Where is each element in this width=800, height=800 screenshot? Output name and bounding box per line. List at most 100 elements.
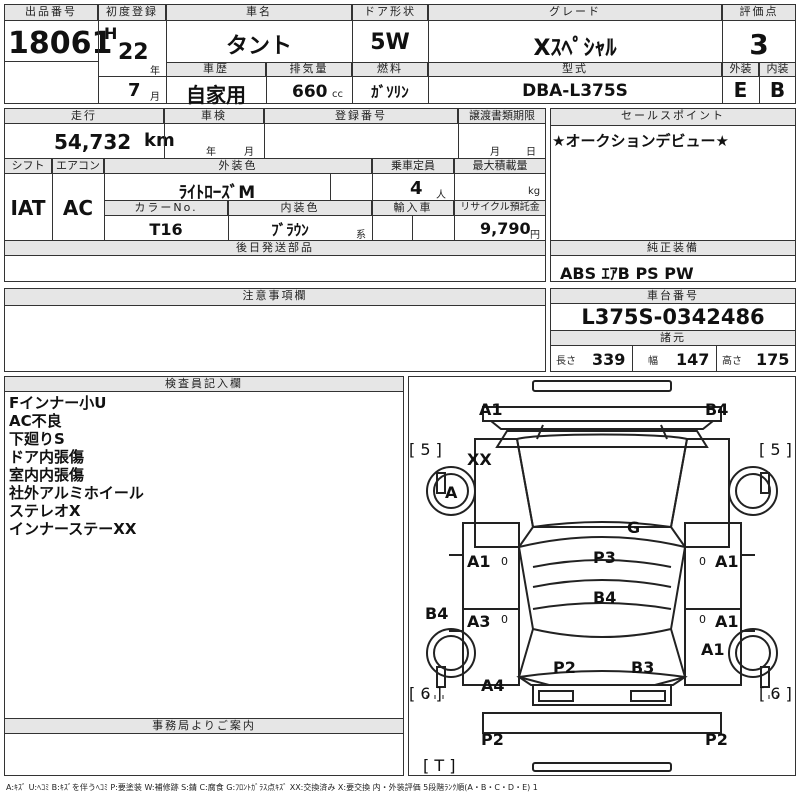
lot-no-label: 出品番号 bbox=[4, 4, 98, 21]
note-line: Fインナー小U bbox=[9, 394, 107, 412]
displacement-unit: cc bbox=[332, 89, 343, 100]
capacity-unit: 人 bbox=[436, 190, 446, 201]
door-label: ドア形状 bbox=[352, 4, 428, 21]
note-line: インナーステーXX bbox=[9, 520, 137, 538]
recycle-unit: 円 bbox=[530, 230, 540, 241]
office-label: 事務局よりご案内 bbox=[4, 718, 404, 734]
zero-mark: 0 bbox=[501, 555, 508, 568]
grade-label: グレード bbox=[428, 4, 722, 21]
equipment-label: 純正装備 bbox=[550, 240, 796, 256]
chassis-label: 車台番号 bbox=[550, 288, 796, 304]
inspector-label: 検査員記入欄 bbox=[4, 376, 404, 392]
first-reg-label: 初度登録 bbox=[98, 4, 166, 21]
transfer-day: 日 bbox=[526, 147, 536, 158]
tire-mark: [ 6 ] bbox=[759, 684, 792, 703]
damage-mark: A1 bbox=[715, 612, 739, 631]
damage-mark: P2 bbox=[553, 658, 576, 677]
sales-point-text: ★オークションデビュー★ bbox=[552, 132, 729, 150]
inspection-month: 月 bbox=[244, 147, 254, 158]
displacement: 660 bbox=[292, 82, 328, 102]
history-label: 車歴 bbox=[166, 62, 266, 77]
damage-mark: B4 bbox=[705, 400, 728, 419]
width-label: 幅 bbox=[648, 356, 658, 367]
shift-label: シフト bbox=[4, 158, 52, 174]
ext-color: ﾗｲﾄﾛｰｽﾞM bbox=[178, 183, 256, 203]
displacement-label: 排気量 bbox=[266, 62, 352, 77]
month-unit: 月 bbox=[150, 92, 160, 103]
note-line: 下廻りS bbox=[9, 430, 65, 448]
damage-mark: P3 bbox=[593, 548, 616, 567]
model-label: 型式 bbox=[428, 62, 722, 77]
door: 5W bbox=[370, 30, 410, 55]
model: DBA-L375S bbox=[522, 81, 628, 101]
note-line: 社外アルミホイール bbox=[9, 484, 144, 502]
color-no: T16 bbox=[149, 220, 183, 239]
lot-no: 18061 bbox=[8, 26, 113, 61]
damage-mark: G bbox=[627, 518, 640, 537]
car-name: タント bbox=[225, 34, 292, 59]
reg-month: 7 bbox=[128, 80, 141, 101]
shift: IAT bbox=[10, 196, 46, 220]
inspector-notes: Fインナー小U AC不良 下廻りS ドア内張傷 室内内張傷 社外アルミホイール … bbox=[9, 394, 399, 538]
note-line: ステレオX bbox=[9, 502, 81, 520]
zero-mark: 0 bbox=[699, 613, 706, 626]
legend: A:ｷｽﾞ U:ﾍｺﾐ B:ｷｽﾞを伴うﾍｺﾐ P:要塗装 W:補修跡 S:錆 … bbox=[6, 783, 538, 792]
damage-mark: B3 bbox=[631, 658, 654, 677]
width: 147 bbox=[676, 350, 710, 369]
score-label: 評価点 bbox=[722, 4, 796, 21]
inspection-year: 年 bbox=[206, 147, 216, 158]
int-color-label: 内装色 bbox=[228, 200, 372, 216]
damage-mark: A1 bbox=[479, 400, 503, 419]
height: 175 bbox=[756, 350, 790, 369]
zero-mark: 0 bbox=[501, 613, 508, 626]
sales-point-label: セールスポイント bbox=[550, 108, 796, 126]
year-unit: 年 bbox=[150, 66, 160, 77]
exterior-label: 外装 bbox=[722, 62, 759, 77]
car-diagram-svg: A1 B4 XX A G P3 A1 A1 B4 A3 B4 A1 A1 P2 … bbox=[409, 380, 792, 775]
interior-grade: B bbox=[769, 78, 786, 102]
history: 自家用 bbox=[186, 83, 246, 107]
later-parts-label: 後日発送部品 bbox=[4, 240, 546, 256]
equipment-text: ABS ｴｱB PS PW bbox=[560, 264, 694, 283]
capacity-label: 乗車定員 bbox=[372, 158, 454, 174]
ac: AC bbox=[62, 196, 94, 220]
int-color: ﾌﾞﾗｳﾝ bbox=[271, 221, 309, 239]
chassis-number: L375S-0342486 bbox=[581, 305, 765, 329]
reg-year: 22 bbox=[118, 40, 149, 65]
inspection-label: 車検 bbox=[164, 108, 264, 124]
color-no-label: カラーNo. bbox=[104, 200, 228, 216]
damage-mark: B4 bbox=[425, 604, 448, 623]
damage-mark: A1 bbox=[701, 640, 725, 659]
mileage-unit: km bbox=[144, 130, 175, 151]
damage-mark: A3 bbox=[467, 612, 491, 631]
grade: Xｽﾍﾟｼｬﾙ bbox=[533, 36, 617, 61]
ac-label: エアコン bbox=[52, 158, 104, 174]
max-load-unit: kg bbox=[528, 186, 541, 197]
tire-mark: [ T ] bbox=[423, 756, 455, 775]
max-load-label: 最大積載量 bbox=[454, 158, 546, 174]
ext-color-label: 外装色 bbox=[104, 158, 372, 174]
mileage: 54,732 bbox=[54, 130, 132, 154]
tire-mark: [ 5 ] bbox=[759, 440, 792, 459]
note-line: ドア内張傷 bbox=[9, 448, 85, 466]
era: H bbox=[104, 24, 118, 43]
score: 3 bbox=[749, 28, 769, 61]
length-label: 長さ bbox=[556, 356, 576, 367]
interior-label: 内装 bbox=[759, 62, 796, 77]
damage-mark: A4 bbox=[481, 676, 505, 695]
fuel-label: 燃料 bbox=[352, 62, 428, 77]
transfer-label: 譲渡書類期限 bbox=[458, 108, 546, 124]
notes-label: 注意事項欄 bbox=[4, 288, 546, 306]
exterior-grade: E bbox=[733, 78, 748, 102]
mileage-label: 走行 bbox=[4, 108, 164, 124]
tire-mark: [ 5 ] bbox=[409, 440, 442, 459]
length: 339 bbox=[592, 350, 626, 369]
tire-mark: [ 6 ] bbox=[409, 684, 442, 703]
car-name-label: 車名 bbox=[166, 4, 352, 21]
height-label: 高さ bbox=[722, 356, 742, 367]
damage-mark: P2 bbox=[705, 730, 728, 749]
damage-diagram: A1 B4 XX A G P3 A1 A1 B4 A3 B4 A1 A1 P2 … bbox=[408, 376, 796, 776]
damage-mark: XX bbox=[467, 450, 492, 469]
damage-mark: B4 bbox=[593, 588, 616, 607]
int-color-unit: 系 bbox=[356, 230, 366, 241]
